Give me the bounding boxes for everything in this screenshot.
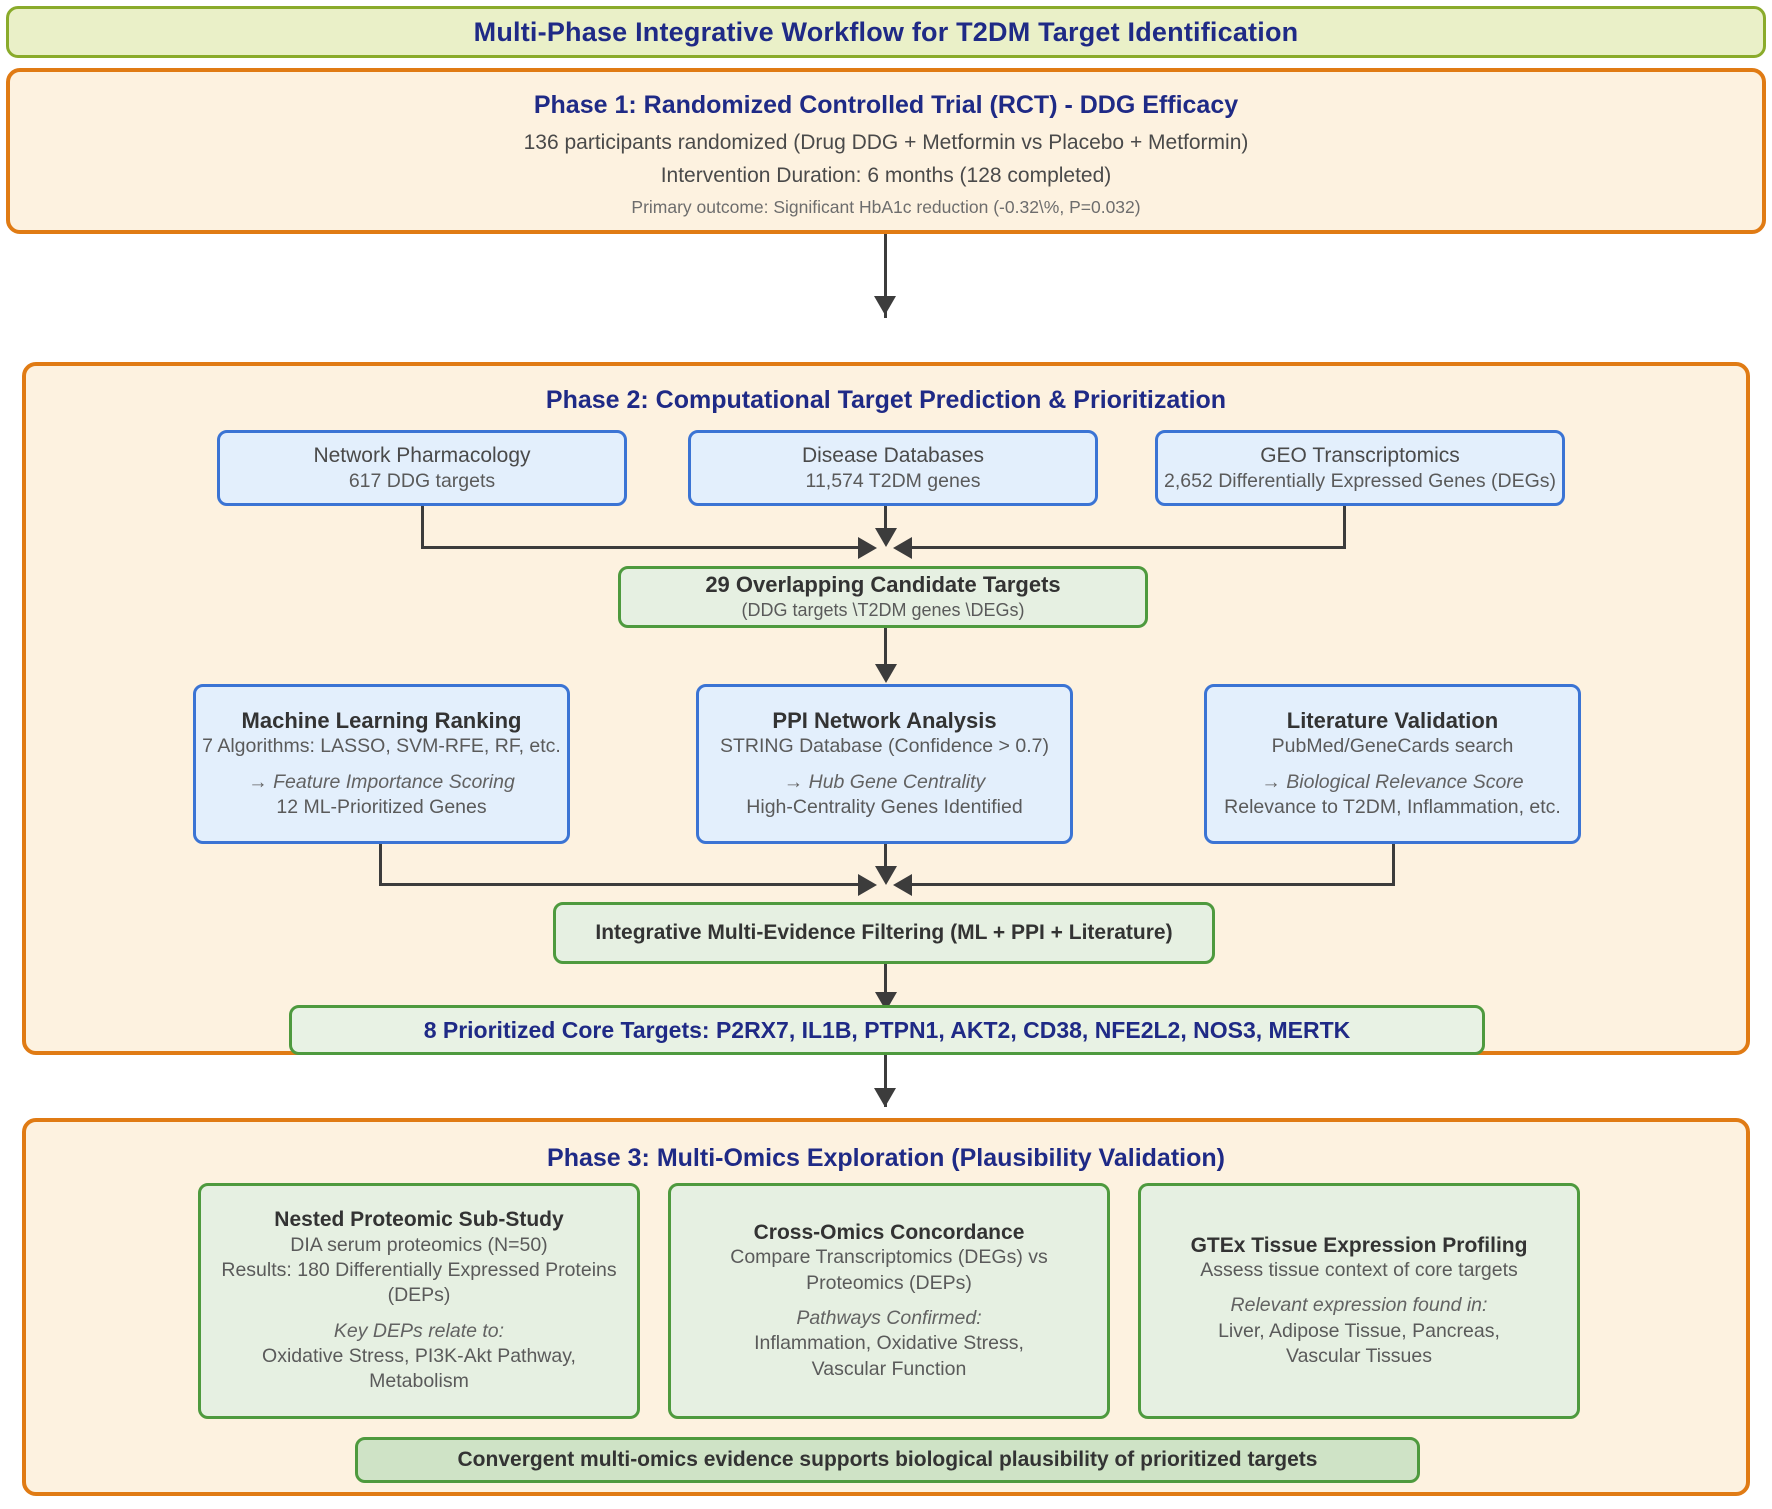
analysis-result: 12 ML-Prioritized Genes (276, 796, 487, 819)
card-line-4: Vascular Function (811, 1357, 967, 1380)
overlap-detail: (DDG targets \T2DM genes \DEGs) (741, 599, 1025, 620)
arrowhead-center-merge (875, 528, 897, 547)
arrowhead-left-merge-2 (858, 874, 877, 896)
arrowhead-left-merge (858, 537, 877, 559)
filtering-label: Integrative Multi-Evidence Filtering (ML… (595, 921, 1173, 945)
card-line-1: Compare Transcriptomics (DEGs) vs (730, 1246, 1048, 1269)
analysis-result: Relevance to T2DM, Inflammation, etc. (1224, 796, 1561, 819)
card-line-2: Proteomics (DEPs) (806, 1271, 972, 1294)
connector-lit-across (908, 883, 1395, 886)
analysis-arrow-line: → Feature Importance Scoring (248, 770, 515, 793)
arrowhead-right-merge-2 (893, 874, 912, 896)
diagram-title-bar: Multi-Phase Integrative Workflow for T2D… (6, 6, 1766, 58)
source-box-network-pharmacology: Network Pharmacology 617 DDG targets (217, 430, 627, 506)
card-italic-label: Relevant expression found in: (1230, 1294, 1488, 1317)
card-heading: Nested Proteomic Sub-Study (274, 1208, 564, 1232)
phase3-card-nested-proteomic-sub-study: Nested Proteomic Sub-Study DIA serum pro… (198, 1183, 640, 1419)
analysis-detail: PubMed/GeneCards search (1271, 735, 1514, 758)
card-line-3: Liver, Adipose Tissue, Pancreas, (1218, 1319, 1500, 1342)
overlap-candidate-targets-box: 29 Overlapping Candidate Targets (DDG ta… (618, 566, 1148, 628)
source-heading: Network Pharmacology (313, 443, 531, 467)
phase-1-container: Phase 1: Randomized Controlled Trial (RC… (6, 68, 1766, 234)
analysis-arrow-line: → Hub Gene Centrality (783, 770, 986, 793)
analysis-arrow-line: → Biological Relevance Score (1261, 770, 1524, 793)
card-line-3: Oxidative Stress, PI3K-Akt Pathway, (262, 1345, 576, 1368)
core-targets-box: 8 Prioritized Core Targets: P2RX7, IL1B,… (289, 1005, 1485, 1055)
analysis-result: High-Centrality Genes Identified (746, 796, 1023, 819)
analysis-heading: Literature Validation (1286, 707, 1499, 733)
source-heading: Disease Databases (801, 443, 985, 467)
analysis-detail: STRING Database (Confidence > 0.7) (720, 735, 1049, 758)
phase-1-title: Phase 1: Randomized Controlled Trial (RC… (533, 91, 1239, 119)
arrowhead-right-merge (893, 537, 912, 559)
phase-1-line-2: Intervention Duration: 6 months (128 com… (660, 164, 1112, 187)
card-line-1: Assess tissue context of core targets (1200, 1259, 1518, 1282)
analysis-heading: PPI Network Analysis (772, 707, 997, 733)
card-line-4: Metabolism (369, 1370, 469, 1393)
core-targets-label: 8 Prioritized Core Targets: P2RX7, IL1B,… (423, 1016, 1351, 1043)
phase-1-outcome: Primary outcome: Significant HbA1c reduc… (631, 197, 1141, 217)
arrowhead-center-merge-2 (875, 866, 897, 885)
phase3-card-cross-omics-concordance: Cross-Omics Concordance Compare Transcri… (668, 1183, 1110, 1419)
connector-filtering-down (884, 964, 887, 1002)
arrowhead-phase2-phase3 (874, 1088, 896, 1107)
arrowhead-phase1-phase2 (874, 296, 896, 315)
phase3-conclusion-band: Convergent multi-omics evidence supports… (355, 1437, 1420, 1483)
connector-geo-down (1343, 506, 1346, 549)
phase-3-title: Phase 3: Multi-Omics Exploration (Plausi… (547, 1144, 1225, 1172)
card-italic-label: Key DEPs relate to: (333, 1319, 505, 1342)
card-italic-label: Pathways Confirmed: (796, 1307, 982, 1330)
source-heading: GEO Transcriptomics (1260, 443, 1460, 467)
phase-1-line-1: 136 participants randomized (Drug DDG + … (523, 131, 1249, 154)
card-heading: Cross-Omics Concordance (753, 1220, 1025, 1244)
card-heading: GTEx Tissue Expression Profiling (1190, 1233, 1528, 1257)
connector-np-across (421, 546, 861, 549)
source-detail: 11,574 T2DM genes (805, 469, 981, 492)
analysis-detail: 7 Algorithms: LASSO, SVM-RFE, RF, etc. (202, 735, 561, 758)
conclusion-label: Convergent multi-omics evidence supports… (457, 1448, 1318, 1471)
connector-ppi-down (884, 844, 887, 872)
phase3-card-gtex-tissue-expression-profiling: GTEx Tissue Expression Profiling Assess … (1138, 1183, 1580, 1419)
connector-dd-down (884, 506, 887, 534)
connector-phase1-phase2 (884, 234, 887, 318)
arrowhead-overlap-down (875, 664, 897, 683)
analysis-box-machine-learning-ranking: Machine Learning Ranking 7 Algorithms: L… (193, 684, 570, 844)
card-line-2: Results: 180 Differentially Expressed Pr… (221, 1259, 617, 1307)
connector-ml-down (379, 844, 382, 886)
connector-ml-across (379, 883, 861, 886)
source-box-geo-transcriptomics: GEO Transcriptomics 2,652 Differentially… (1155, 430, 1565, 506)
card-line-4: Vascular Tissues (1286, 1345, 1432, 1368)
overlap-heading: 29 Overlapping Candidate Targets (705, 571, 1061, 597)
analysis-heading: Machine Learning Ranking (241, 707, 522, 733)
card-line-1: DIA serum proteomics (N=50) (290, 1233, 548, 1256)
source-detail: 2,652 Differentially Expressed Genes (DE… (1164, 469, 1556, 492)
source-detail: 617 DDG targets (348, 469, 496, 492)
phase-2-title: Phase 2: Computational Target Prediction… (545, 386, 1227, 414)
diagram-title: Multi-Phase Integrative Workflow for T2D… (473, 16, 1299, 47)
connector-geo-across (908, 546, 1346, 549)
analysis-box-ppi-network-analysis: PPI Network Analysis STRING Database (Co… (696, 684, 1073, 844)
connector-np-down (421, 506, 424, 549)
connector-lit-down (1392, 844, 1395, 886)
card-line-3: Inflammation, Oxidative Stress, (754, 1332, 1024, 1355)
connector-overlap-down (884, 628, 887, 676)
source-box-disease-databases: Disease Databases 11,574 T2DM genes (688, 430, 1098, 506)
connector-phase2-phase3 (884, 1055, 887, 1107)
integrative-filtering-box: Integrative Multi-Evidence Filtering (ML… (553, 902, 1215, 964)
analysis-box-literature-validation: Literature Validation PubMed/GeneCards s… (1204, 684, 1581, 844)
